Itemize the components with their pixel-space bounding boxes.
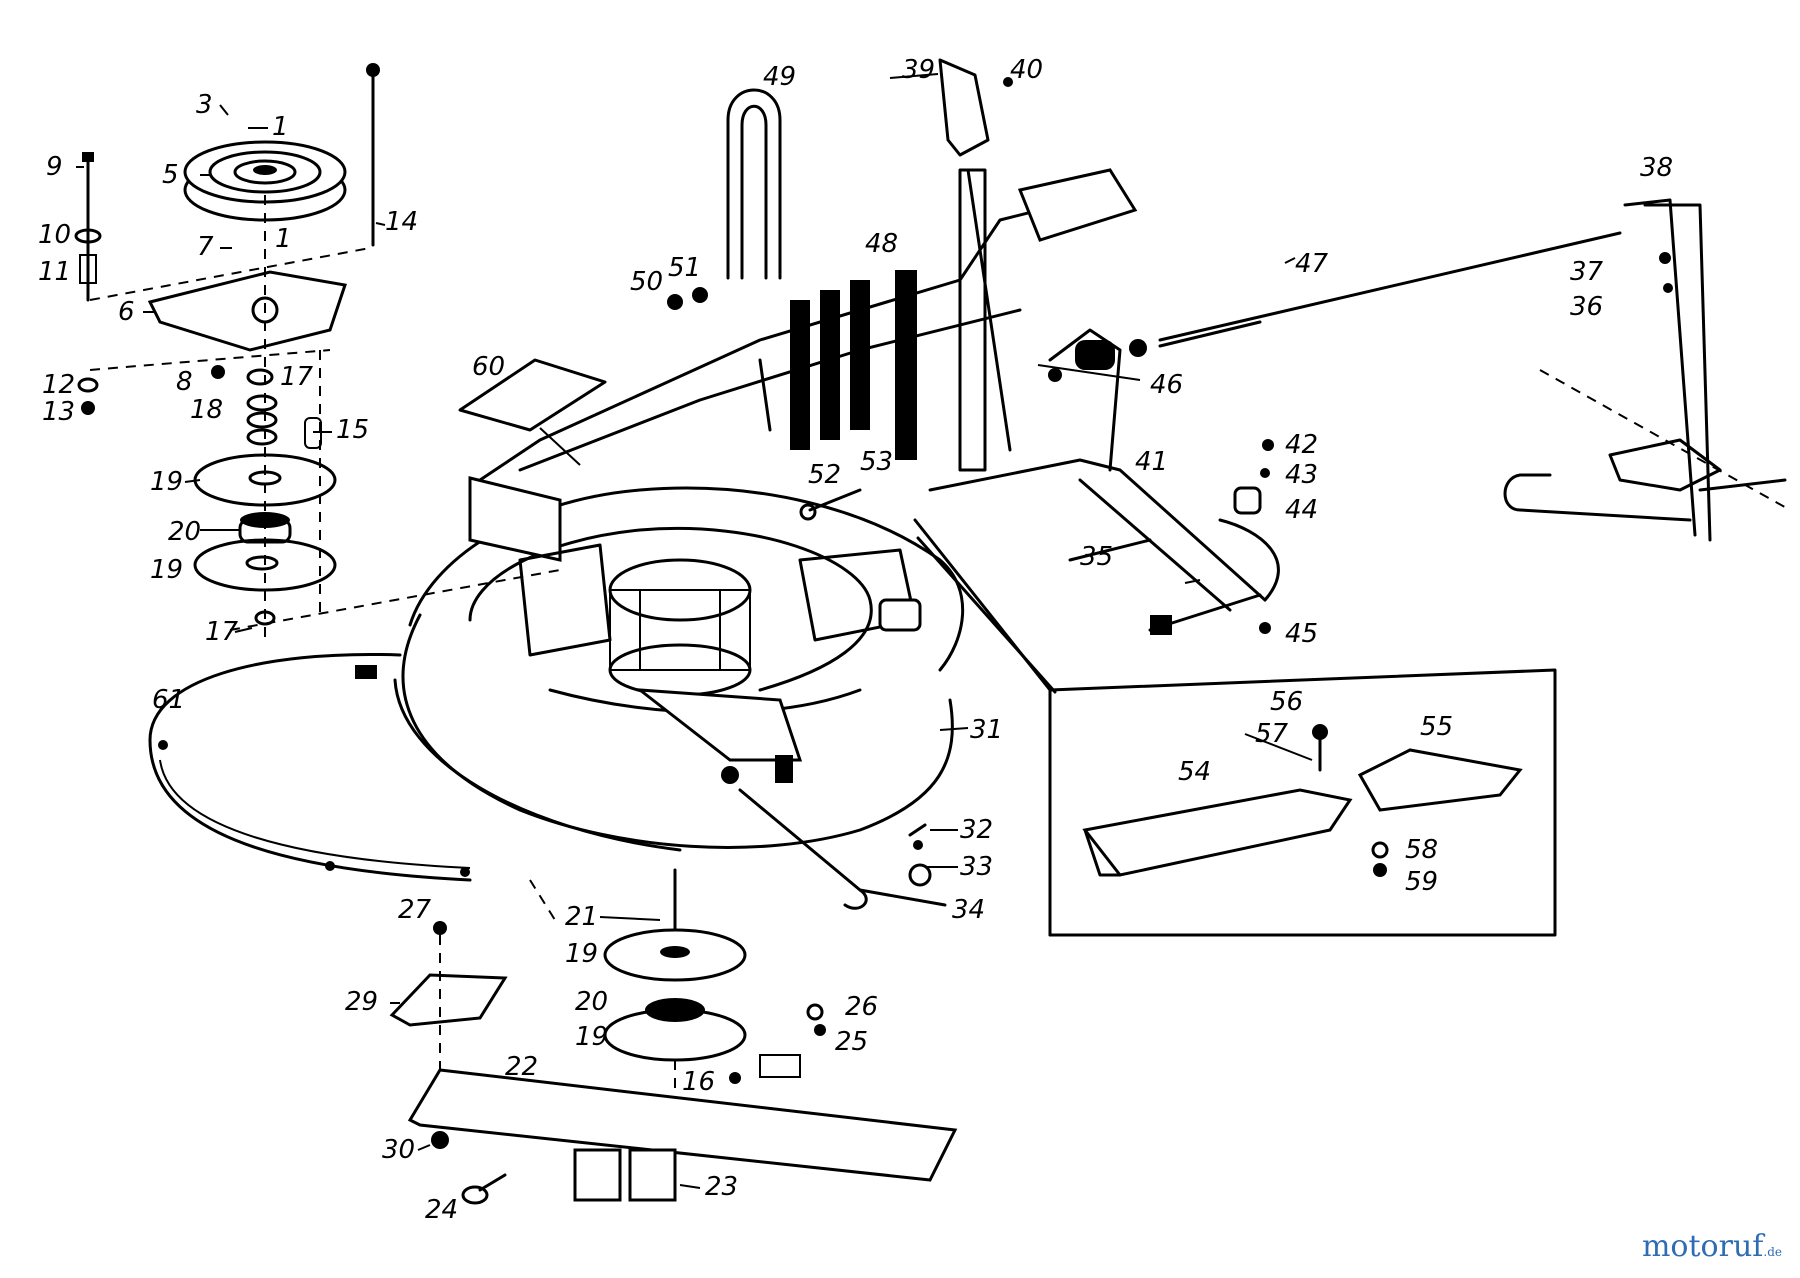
rod-47: [1158, 231, 1622, 348]
label-43: 43: [1285, 460, 1318, 490]
label-20b: 20: [575, 987, 608, 1017]
label-61: 61: [152, 685, 185, 715]
lift-frame: [928, 328, 1280, 635]
label-38: 38: [1640, 153, 1673, 183]
label-26: 26: [845, 992, 878, 1022]
label-55: 55: [1420, 712, 1453, 742]
label-20: 20: [168, 517, 201, 547]
label-1b: 1: [275, 224, 292, 254]
label-19b: 19: [150, 555, 183, 585]
label-22: 22: [505, 1052, 538, 1082]
label-42: 42: [1285, 430, 1318, 460]
label-25: 25: [835, 1027, 868, 1057]
inset-box: [913, 518, 1557, 937]
label-53: 53: [860, 447, 893, 477]
label-51: 51: [668, 253, 701, 283]
label-21: 21: [565, 902, 598, 932]
label-44: 44: [1285, 495, 1318, 525]
label-11: 11: [38, 257, 71, 287]
label-39: 39: [902, 55, 935, 85]
label-58: 58: [1405, 835, 1438, 865]
label-27: 27: [398, 895, 432, 925]
label-56: 56: [1270, 687, 1303, 717]
label-8: 8: [176, 367, 193, 397]
label-19d: 19: [575, 1022, 608, 1052]
label-10: 10: [38, 220, 71, 250]
pulley-assembly: [74, 63, 561, 640]
lever-39: [938, 58, 1013, 472]
label-23: 23: [705, 1172, 738, 1202]
label-31: 31: [970, 715, 1003, 745]
label-45: 45: [1285, 619, 1318, 649]
label-30: 30: [382, 1135, 415, 1165]
label-35: 35: [1080, 542, 1113, 572]
watermark-logo: motoruf.de: [1641, 1229, 1782, 1264]
belt-guard: [148, 652, 472, 882]
label-34: 34: [952, 895, 985, 925]
label-40: 40: [1010, 55, 1043, 85]
label-19: 19: [150, 467, 183, 497]
label-16: 16: [682, 1067, 715, 1097]
label-41: 41: [1135, 447, 1168, 477]
label-50: 50: [630, 267, 663, 297]
label-13: 13: [42, 397, 75, 427]
label-1: 1: [272, 112, 289, 142]
label-12: 12: [42, 370, 75, 400]
label-49: 49: [763, 62, 796, 92]
label-17: 17: [280, 362, 314, 392]
label-52: 52: [808, 460, 841, 490]
label-37: 37: [1570, 257, 1604, 287]
label-14: 14: [385, 207, 418, 237]
label-48: 48: [865, 229, 898, 259]
label-60: 60: [472, 352, 505, 382]
label-plate-60: [458, 358, 607, 466]
part-labels: 1 3 5 7 1 9 10 11 14 6 12 13 8 17 18 15 …: [38, 55, 1673, 1225]
label-7: 7: [197, 232, 214, 262]
label-24: 24: [425, 1195, 458, 1225]
label-17b: 17: [205, 617, 239, 647]
label-54: 54: [1178, 757, 1211, 787]
mower-deck: [393, 168, 1138, 852]
label-15: 15: [336, 415, 369, 445]
label-47: 47: [1295, 249, 1329, 279]
label-5: 5: [162, 160, 179, 190]
label-46: 46: [1150, 370, 1183, 400]
label-59: 59: [1405, 867, 1438, 897]
label-9: 9: [46, 152, 63, 182]
label-19c: 19: [565, 939, 598, 969]
guide-bracket-49: [667, 88, 782, 310]
label-6: 6: [118, 297, 135, 327]
label-36: 36: [1570, 292, 1603, 322]
label-29: 29: [345, 987, 378, 1017]
label-32: 32: [960, 815, 993, 845]
label-33: 33: [960, 852, 993, 882]
label-3: 3: [196, 90, 213, 120]
lower-assembly: [389, 788, 958, 1205]
bracket-38: [1503, 198, 1791, 542]
label-18: 18: [190, 395, 223, 425]
